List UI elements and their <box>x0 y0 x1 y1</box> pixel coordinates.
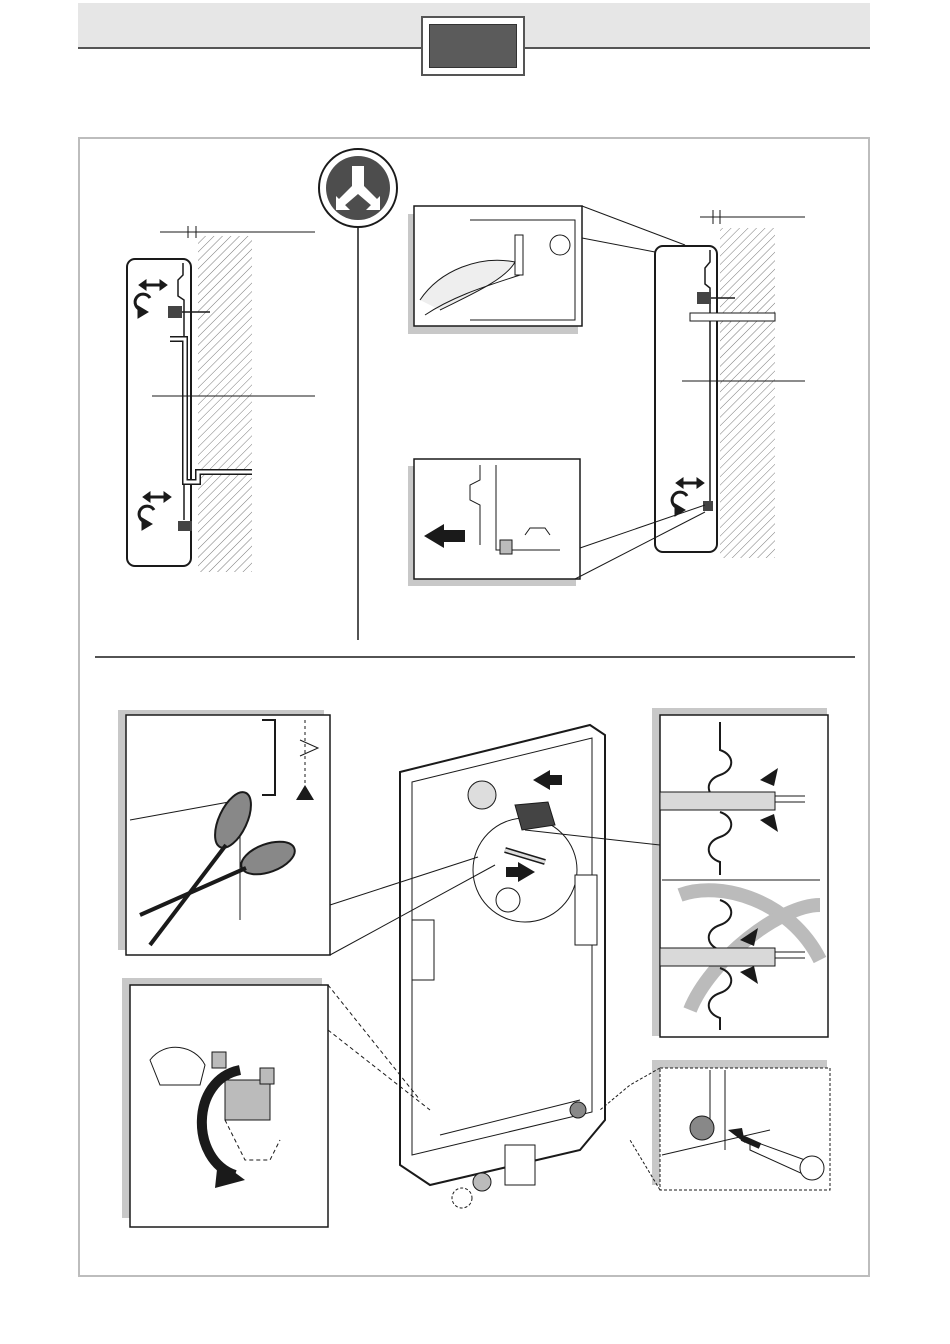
right-wall-view <box>655 210 805 558</box>
installation-symbol <box>319 149 397 640</box>
left-wall-view <box>127 226 315 572</box>
detail-rotate-bracket <box>122 978 430 1227</box>
detail-screw-fixing <box>600 1060 830 1190</box>
detail-cable-clip <box>408 206 685 334</box>
appliance-back-panel <box>400 725 605 1208</box>
